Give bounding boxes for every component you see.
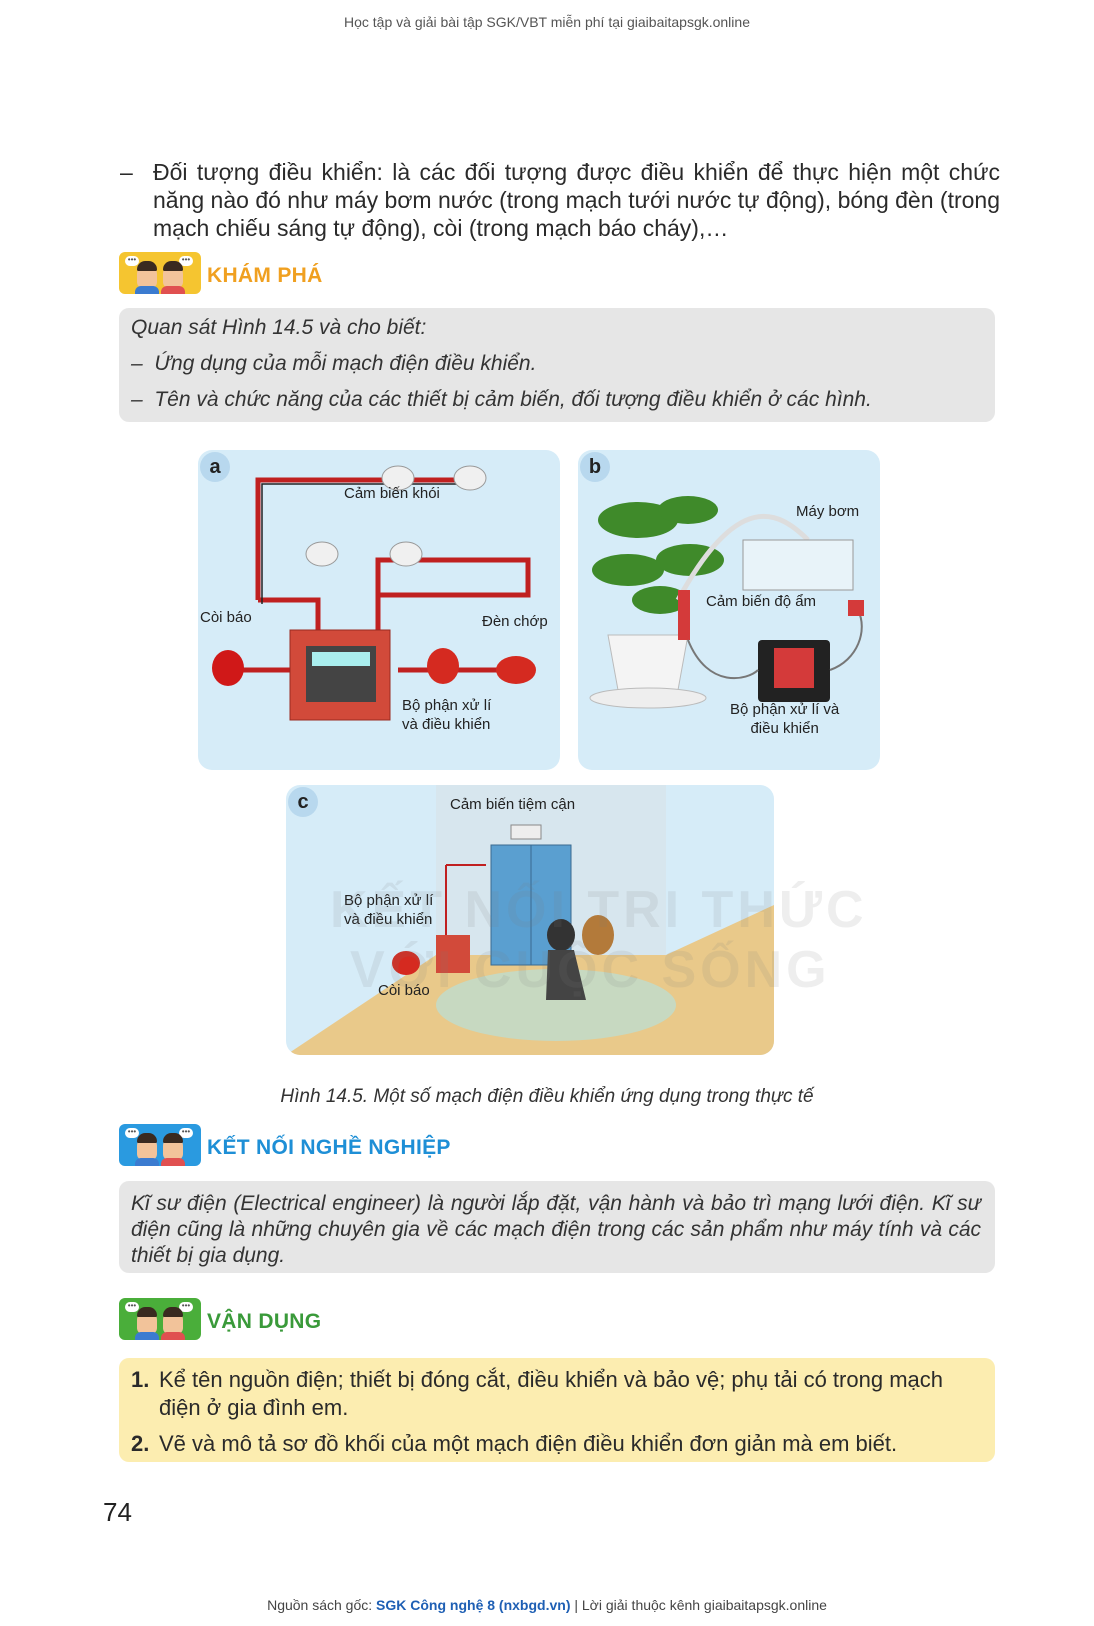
fire-alarm-diagram [212, 465, 536, 721]
door-diagram [286, 785, 774, 1055]
kham-pha-heading: ••• ••• KHÁM PHÁ [119, 252, 519, 298]
proximity-sensor-label: Cảm biến tiệm cận [450, 796, 576, 813]
smoke-sensor-label: Cảm biến khói [344, 485, 440, 502]
alarm-label: Còi báo [200, 609, 252, 626]
watering-diagram [589, 496, 864, 709]
van-dung-item: 1. Kể tên nguồn điện; thiết bị đóng cắt,… [131, 1367, 943, 1420]
kids-badge-icon: ••• ••• [119, 1124, 201, 1166]
panel-a-fire-alarm: a Cảm biến khói Còi báo Đèn chớp Bộ phận… [198, 450, 560, 770]
humidity-sensor-label: Cảm biến độ ẩm [706, 593, 817, 610]
controller-label-a: Bộ phận xử lí và điều khiển [402, 697, 492, 733]
kham-pha-box: Quan sát Hình 14.5 và cho biết: – Ứng dụ… [119, 308, 995, 422]
kids-badge-icon: ••• ••• [119, 1298, 201, 1340]
figure-caption: Hình 14.5. Một số mạch điện điều khiển ứ… [280, 1086, 814, 1107]
header-note: Học tập và giải bài tập SGK/VBT miễn phí… [344, 14, 750, 30]
intro-text: Đối tượng điều khiển: là các đối tượng đ… [153, 159, 1000, 241]
ket-noi-box: Kĩ sư điện (Electrical engineer) là ngườ… [119, 1181, 995, 1273]
kham-pha-item: – Ứng dụng của mỗi mạch điện điều khiển. [131, 352, 537, 375]
controller-label-b: Bộ phận xử lí và điều khiển [730, 701, 840, 737]
kham-pha-title: KHÁM PHÁ [207, 264, 323, 287]
figure-14-5: a Cảm biến khói Còi báo Đèn chớp Bộ phận… [198, 450, 918, 1070]
dash-bullet: – [120, 159, 133, 185]
panel-label-c: c [288, 787, 318, 817]
panel-b-watering: b Máy bơm Cảm biến độ ẩm Bộ phận xử lí v… [578, 450, 880, 770]
van-dung-item: 2. Vẽ và mô tả sơ đồ khối của một mạch đ… [131, 1431, 898, 1456]
page-number: 74 [103, 1497, 132, 1527]
ket-noi-text: Kĩ sư điện (Electrical engineer) là ngườ… [131, 1192, 981, 1267]
pump-label: Máy bơm [796, 503, 860, 520]
kids-badge-icon: ••• ••• [119, 252, 201, 294]
ket-noi-heading: ••• ••• KẾT NỐI NGHỀ NGHIỆP [119, 1124, 619, 1170]
kham-pha-lead: Quan sát Hình 14.5 và cho biết: [131, 316, 427, 339]
panel-c-door: c Cảm biến tiệm cận Bộ phận xử lí và điề… [286, 785, 774, 1055]
watermark: KẾT NỐI TRI THỨC VỚI CUỘC SỐNG [330, 881, 868, 999]
intro-paragraph: – Đối tượng điều khiển: là các đối tượng… [120, 158, 1000, 242]
panel-label-b: b [580, 452, 610, 482]
source-link[interactable]: SGK Công nghệ 8 (nxbgd.vn) [376, 1597, 571, 1613]
kham-pha-item: – Tên và chức năng của các thiết bị cảm … [131, 388, 872, 411]
panel-label-a: a [200, 452, 230, 482]
van-dung-title: VẬN DỤNG [207, 1310, 322, 1333]
flash-light-label: Đèn chớp [482, 613, 548, 630]
ket-noi-title: KẾT NỐI NGHỀ NGHIỆP [207, 1136, 451, 1159]
alarm-label-c: Còi báo [378, 982, 430, 999]
footer-note: Nguồn sách gốc: SGK Công nghệ 8 (nxbgd.v… [267, 1597, 827, 1613]
van-dung-box: 1. Kể tên nguồn điện; thiết bị đóng cắt,… [119, 1358, 995, 1462]
controller-label-c: Bộ phận xử lí và điều khiển [344, 892, 434, 928]
van-dung-heading: ••• ••• VẬN DỤNG [119, 1298, 519, 1344]
